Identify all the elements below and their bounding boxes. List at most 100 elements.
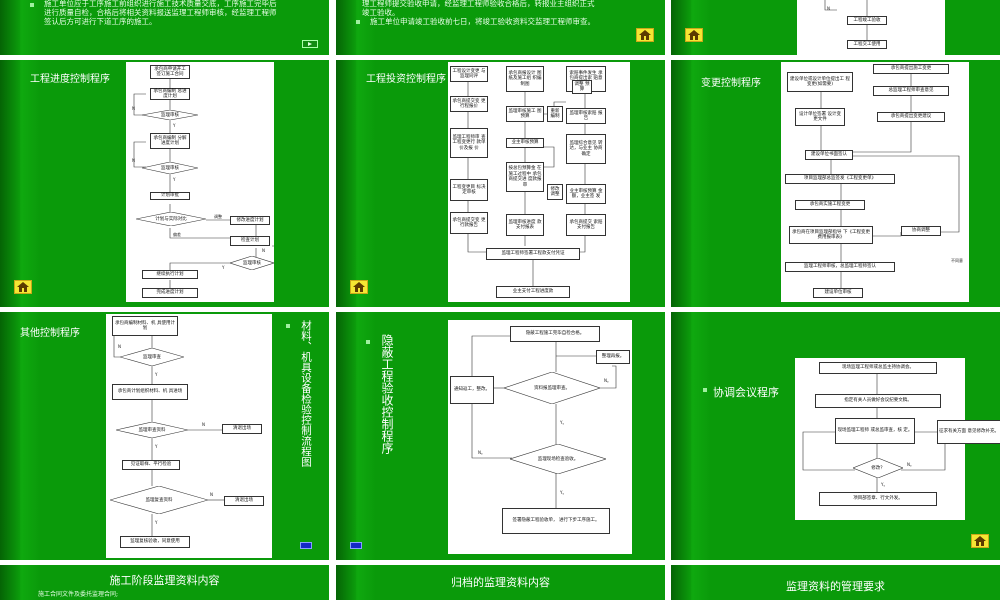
slide-thumbnail-8[interactable]: 隐蔽工程验收控制程序 隐蔽工程施工完毕自检合格。 整理再报。 通知返工，整改。 …: [336, 312, 665, 560]
flow-box: 监理工程师审核，总监理工程师签认: [785, 262, 895, 272]
slide-title: 施工阶段监理资料内容: [109, 574, 220, 587]
flow-box: 协商调整: [901, 226, 941, 236]
flow-label: Y。: [560, 420, 567, 425]
slide-text: 施工合同文件及委托监理合同;: [38, 590, 118, 599]
flow-box: 现场监理工程师或总监主持协调会。: [819, 362, 937, 374]
flow-box: 承包商编制 分解进度计划: [150, 133, 190, 149]
flow-label: N。: [604, 378, 611, 383]
flow-decision: 计划与实际对比: [136, 212, 206, 226]
flow-box: 业主审核预算 金额，业主签 发: [566, 184, 606, 204]
home-icon: [688, 30, 700, 40]
flow-box: 继续执行计划: [142, 270, 198, 279]
flow-label: Y: [155, 444, 158, 449]
flow-box: 承包商提出变更建议: [877, 112, 945, 122]
flow-box: 承包商编制 总进度计划: [150, 88, 190, 100]
slide-title: 监理资料的管理要求: [786, 580, 885, 593]
flowchart-panel: 隐蔽工程施工完毕自检合格。 整理再报。 通知返工，整改。 资料报监理审查。 监理…: [448, 320, 632, 554]
flow-label: 调整: [214, 214, 222, 219]
slide-stripe: [671, 60, 691, 307]
flowchart-panel: 工程设计变更 与监理同评 承包商报设计 图纸及施工组 织编制图 索赔事件发生 承…: [448, 62, 630, 302]
flow-box: 整理再报。: [596, 350, 630, 364]
flow-box: 承包商提交变 更行程报价: [450, 96, 488, 112]
slide-heading-vertical: 隐蔽工程验收控制程序: [380, 334, 394, 454]
flow-box: 监理工程师审 查工程变更行 款单价及报 价: [450, 128, 488, 158]
home-button[interactable]: [350, 280, 368, 294]
home-icon: [353, 282, 365, 292]
text-line-content: 施工单位申请竣工验收前七日，将竣工验收资料交监理工程师审查。: [370, 17, 595, 26]
nav-button[interactable]: [300, 542, 312, 549]
slide-title: 工程投资控制程序: [366, 74, 446, 85]
flow-box: 计划审批: [150, 192, 190, 200]
flow-label: Y: [173, 177, 176, 182]
flow-box: 项目部签章、行文外发。: [819, 492, 937, 506]
flow-box: 工程变更目 标决定审核: [450, 179, 488, 201]
bullet: [366, 340, 370, 344]
home-icon: [639, 30, 651, 40]
flow-label: N: [827, 6, 830, 11]
flowchart-panel: 现场监理工程师或总监主持协调会。 指定有关人员做好会议纪要文稿。 现场监理工程师…: [795, 358, 1000, 520]
flow-decision: 修改？: [853, 458, 903, 478]
flow-box: 承包商提交变 更行款报告: [450, 212, 488, 234]
flow-label: 不同意: [951, 258, 963, 263]
slide-thumbnail-12[interactable]: 监理资料的管理要求: [671, 565, 1000, 600]
slide-stripe: [336, 60, 356, 307]
flow-box: 工程设计变更 与监理同评: [450, 66, 488, 82]
next-slide-button[interactable]: [302, 40, 318, 48]
slide-stripe: [0, 0, 20, 55]
home-icon: [974, 536, 986, 546]
nav-button[interactable]: [350, 542, 362, 549]
flow-label: Y: [173, 123, 176, 128]
home-button[interactable]: [971, 534, 989, 548]
slide-stripe: [0, 312, 20, 560]
bullet: [356, 20, 360, 24]
slide-thumbnail-1[interactable]: 施工单位应于工序施工前组织进行施工技术质量交底，工序施工完毕后 进行质量自检，合…: [0, 0, 329, 55]
flow-label: N。: [478, 450, 485, 455]
slide-thumbnail-7[interactable]: 其他控制程序 承包商编制材料、机 具使用计划 监理审查 承包商计划组织材料、机 …: [0, 312, 329, 560]
flow-decision: 监理审查: [120, 348, 184, 366]
bullet: [30, 3, 34, 7]
flowchart-panel: 承包商提出施工变更 建设单位或设计单位提出工 程变更(如需要) 总监理工程师审查…: [781, 62, 969, 302]
flow-box: 重新 编制: [547, 106, 563, 122]
flow-box: 通知返工，整改。: [450, 376, 494, 404]
slide-thumbnail-11[interactable]: 归档的监理资料内容: [336, 565, 665, 600]
slide-heading-vertical: 材料、机具设备检验控制流程图: [300, 320, 312, 467]
flow-box: 承包商实施工程变更: [795, 200, 865, 210]
flow-box: 见证取样、平行检验: [122, 460, 180, 470]
slide-2-text: 理工程师提交验收申请，经监理工程师验收合格后，转报业主组织正式 竣工验收。 施工…: [356, 0, 658, 26]
flow-box: 监理审核索赔 报告: [566, 108, 606, 124]
flow-label: N: [202, 422, 205, 427]
flow-box: 检查计划: [230, 236, 270, 246]
flow-box: 监理工程师签署工程款支付凭证: [486, 248, 580, 260]
flow-box: 指定有关人员做好会议纪要文稿。: [815, 394, 941, 408]
flow-box: 征求有关方面 意见修改补充。: [937, 420, 1000, 444]
slide-thumbnail-5[interactable]: 工程投资控制程序 工程设计变更 与监理同评 承包商报设计 图纸及施工组 织编制图…: [336, 60, 665, 307]
flow-label: Y: [222, 265, 225, 270]
slide-thumbnail-9[interactable]: 协调会议程序 现场监理工程师或总监主持协调会。 指定有关人员做好会议纪要文稿。 …: [671, 312, 1000, 560]
flow-box: 承包商申请开工 签订施工合同: [150, 65, 190, 79]
flow-box: 承包商报设计 图纸及施工组 织编制图: [506, 66, 544, 92]
text-line: 进行质量自检，合格后将相关资料报送监理工程师审核，经监理工程师: [44, 8, 277, 17]
home-button[interactable]: [685, 28, 703, 42]
slide-thumbnail-4[interactable]: 工程进度控制程序 承包商申请开工 签订施工合同 承包商编制: [0, 60, 329, 307]
flow-box: 工程交工使用: [847, 40, 887, 49]
slide-thumbnail-10[interactable]: 施工阶段监理资料内容 施工合同文件及委托监理合同;: [0, 565, 329, 600]
flow-box: 承包商提出施工变更: [873, 64, 949, 74]
slide-thumbnail-6[interactable]: 变更控制程序 承包商提出施工变更 建设单位或设计单位提出工 程变更(如需要) 总…: [671, 60, 1000, 307]
home-button[interactable]: [14, 280, 32, 294]
slide-thumbnail-2[interactable]: 理工程师提交验收申请，经监理工程师验收合格后，转报业主组织正式 竣工验收。 施工…: [336, 0, 665, 55]
slide-stripe: [671, 312, 691, 560]
flow-box: 业主支付工程进度款: [496, 286, 570, 298]
home-button[interactable]: [636, 28, 654, 42]
slide-thumbnail-3[interactable]: 工程竣工验收 工程交工使用 N: [671, 0, 1000, 55]
flow-box: 隐蔽工程施工完毕自检合格。: [510, 326, 600, 342]
flow-label: Y。: [560, 490, 567, 495]
flow-box: 建设单位审核: [813, 288, 863, 298]
flow-box: 清退出场: [222, 424, 262, 434]
flow-box: 工程竣工验收: [847, 16, 887, 25]
flow-box: 清退出场: [224, 496, 264, 506]
flow-box: 设计单位签署 设计变更文件: [795, 108, 845, 126]
flow-label: Y: [155, 372, 158, 377]
flow-decision: 资料报监理审查。: [504, 372, 600, 404]
flow-box: 监理审核施工 图预算: [506, 106, 544, 122]
flow-label: N: [132, 106, 135, 111]
